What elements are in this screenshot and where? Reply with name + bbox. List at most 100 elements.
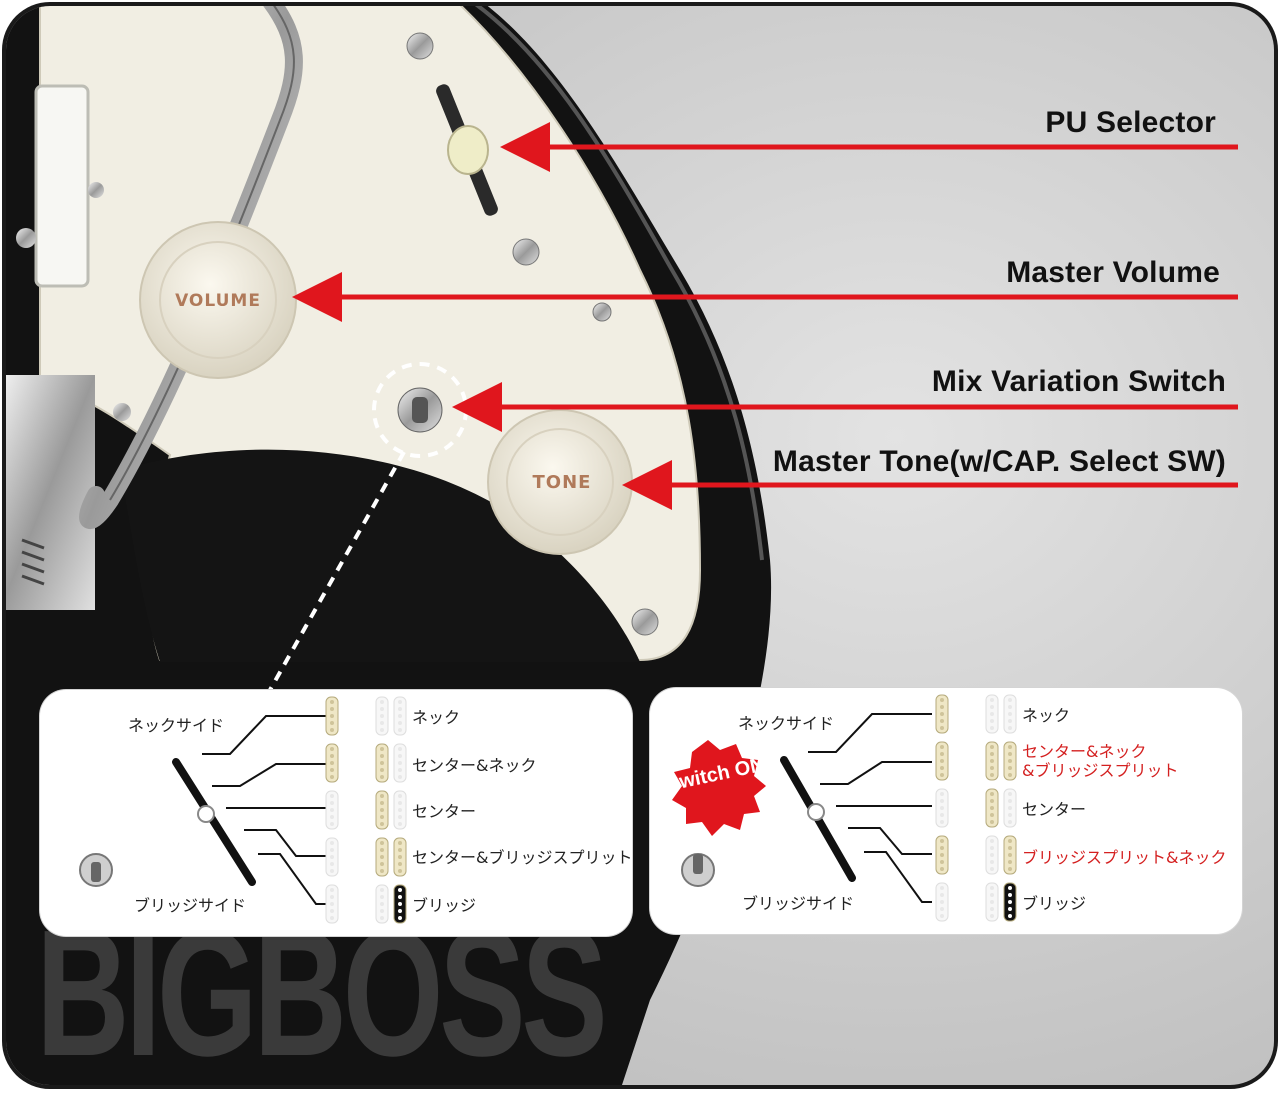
pole-piece: [990, 860, 994, 864]
pole-piece: [1008, 745, 1012, 749]
pole-piece: [398, 728, 402, 732]
pickguard-screw: [631, 608, 659, 636]
pole-piece: [380, 728, 384, 732]
pole-piece: [1008, 719, 1012, 723]
pole-piece: [1008, 813, 1012, 817]
pole-piece: [330, 707, 334, 711]
pole-piece: [990, 726, 994, 730]
pole-piece: [398, 714, 402, 718]
pole-piece: [940, 698, 944, 702]
pole-piece: [940, 907, 944, 911]
mix-switch-lever: [412, 397, 428, 423]
pole-piece: [940, 886, 944, 890]
pole-piece: [1008, 886, 1012, 890]
pole-piece: [398, 855, 402, 859]
pole-piece: [990, 806, 994, 810]
pole-piece: [1008, 839, 1012, 843]
position-label: センター: [412, 802, 477, 821]
pole-piece: [990, 839, 994, 843]
tone-knob-label: TONE: [533, 472, 592, 493]
tone-knob: [487, 409, 633, 555]
pole-piece: [330, 808, 334, 812]
pole-piece: [380, 794, 384, 798]
volume-knob-label: VOLUME: [175, 291, 261, 311]
switch-on-badge: Switch ON!: [664, 740, 773, 836]
volume-knob: [139, 221, 297, 379]
pole-piece: [1008, 907, 1012, 911]
pole-piece: [940, 893, 944, 897]
pole-piece: [398, 869, 402, 873]
pole-piece: [330, 855, 334, 859]
pole-piece: [398, 909, 402, 913]
pole-piece: [1008, 820, 1012, 824]
pole-piece: [1008, 766, 1012, 770]
pole-piece: [1008, 846, 1012, 850]
pole-piece: [940, 806, 944, 810]
pole-piece: [380, 808, 384, 812]
pole-piece: [990, 799, 994, 803]
pole-piece: [990, 773, 994, 777]
pole-piece: [990, 846, 994, 850]
pole-piece: [990, 759, 994, 763]
pole-piece: [990, 820, 994, 824]
pole-piece: [940, 820, 944, 824]
neck-side-label: ネックサイド: [128, 716, 225, 735]
callout-pu-selector: PU Selector: [1045, 106, 1216, 139]
pole-piece: [398, 761, 402, 765]
body-lower-area: [120, 449, 640, 662]
pole-piece: [330, 794, 334, 798]
pole-piece: [330, 728, 334, 732]
pole-piece: [990, 893, 994, 897]
pole-piece: [398, 888, 402, 892]
pole-piece: [398, 808, 402, 812]
pole-piece: [398, 916, 402, 920]
pole-piece: [940, 792, 944, 796]
pole-piece: [330, 714, 334, 718]
pu-selector-tip: [447, 125, 489, 175]
pole-piece: [330, 902, 334, 906]
pole-piece: [1008, 792, 1012, 796]
pole-piece: [330, 822, 334, 826]
pole-piece: [990, 752, 994, 756]
pole-piece: [398, 700, 402, 704]
pole-piece: [1008, 853, 1012, 857]
neck-pickup: [34, 84, 90, 288]
position-label-highlighted: センター&ネック &ブリッジスプリット: [1022, 742, 1179, 781]
pole-piece: [380, 801, 384, 805]
pole-piece: [398, 841, 402, 845]
pole-piece: [990, 900, 994, 904]
pole-piece: [330, 895, 334, 899]
arrow-master-volume: [292, 272, 1238, 322]
pole-piece: [940, 813, 944, 817]
pole-piece: [1008, 900, 1012, 904]
pole-piece: [380, 775, 384, 779]
pole-piece: [380, 902, 384, 906]
pole-piece: [330, 841, 334, 845]
pole-piece: [1008, 752, 1012, 756]
pole-piece: [330, 869, 334, 873]
pole-piece: [380, 916, 384, 920]
pole-piece: [330, 768, 334, 772]
pole-piece: [380, 869, 384, 873]
pole-piece: [940, 726, 944, 730]
pole-piece: [1008, 705, 1012, 709]
bridge-hardware: [6, 375, 95, 610]
pole-piece: [1008, 914, 1012, 918]
pole-piece: [990, 705, 994, 709]
bridge-spring: [21, 538, 45, 586]
pole-piece: [940, 759, 944, 763]
position-label: センター&ブリッジスプリット: [412, 848, 632, 867]
pole-piece: [940, 712, 944, 716]
pole-piece: [1008, 726, 1012, 730]
pole-piece: [1008, 893, 1012, 897]
pole-piece: [330, 721, 334, 725]
pole-piece: [940, 900, 944, 904]
callout-master-tone: Master Tone(w/CAP. Select SW): [772, 445, 1226, 478]
pole-piece: [990, 914, 994, 918]
pole-piece: [398, 902, 402, 906]
pole-piece: [1008, 773, 1012, 777]
pole-piece: [330, 775, 334, 779]
pole-piece: [330, 862, 334, 866]
pole-piece: [940, 914, 944, 918]
